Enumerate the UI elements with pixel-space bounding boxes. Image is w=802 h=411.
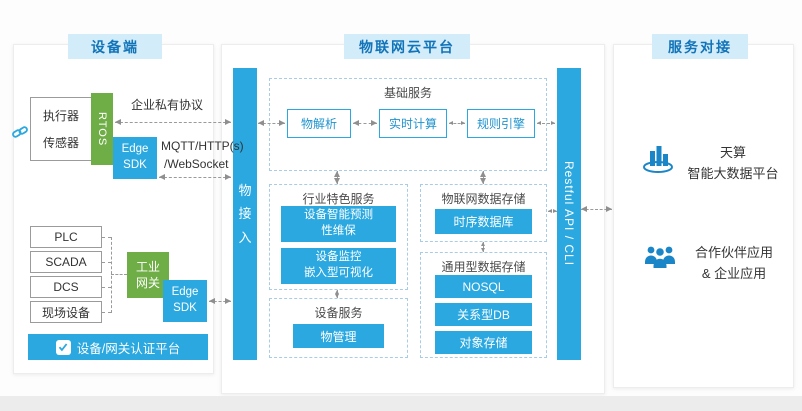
- bigdata-platform-icon: [640, 140, 676, 181]
- arrow-private-protocol: [115, 119, 231, 125]
- object-storage-box: 对象存储: [435, 331, 532, 354]
- arrow-parse-compute: [353, 120, 377, 126]
- connector-plc: [102, 237, 111, 238]
- private-protocol-label: 企业私有协议: [131, 98, 204, 112]
- arrow-basic-storage: [480, 171, 486, 184]
- device-services-title: 设备服务: [314, 306, 363, 320]
- connector-gateway: [111, 274, 127, 275]
- arrow-iotstorage-api: [548, 209, 557, 213]
- auth-platform-bar: 设备/网关认证平台: [28, 334, 208, 360]
- basic-services-title: 基础服务: [383, 86, 432, 100]
- iot-storage-title: 物联网数据存储: [441, 192, 526, 206]
- actuator-label: 执行器: [42, 109, 79, 124]
- terminal-box: 执行器 传感器: [30, 97, 92, 161]
- connector-dcs: [102, 287, 111, 288]
- thing-management-box: 物管理: [293, 324, 384, 348]
- arrow-basic-industry: [334, 171, 340, 184]
- field-item-dcs: DCS: [30, 276, 102, 298]
- edge-sdk-bottom-box: Edge SDK: [163, 280, 207, 322]
- connector-scada: [102, 262, 111, 263]
- connector-field-bus: [111, 237, 112, 313]
- restful-api-bar: Restful API / CLI: [557, 68, 581, 360]
- thing-access-bar: 物 接 入: [233, 68, 257, 360]
- device-section-title: 设备端: [68, 34, 162, 59]
- arrow-compute-rule: [449, 121, 465, 125]
- arrow-industry-device: [335, 290, 339, 298]
- arrow-gateway-access: [209, 298, 231, 304]
- arrow-mqtt: [159, 174, 231, 180]
- partner-apps-label: 合作伙伴应用 & 企业应用: [694, 245, 773, 281]
- field-item-plc: PLC: [30, 226, 102, 248]
- rule-engine-box: 规则引擎: [467, 109, 535, 138]
- sensor-label: 传感器: [42, 135, 79, 150]
- auth-platform-label: 设备/网关认证平台: [76, 341, 181, 356]
- industry-services-title: 行业特色服务: [302, 192, 375, 206]
- arrow-api-service: [581, 206, 612, 212]
- page-bottom-edge: [0, 396, 802, 411]
- predictive-maintenance-box: 设备智能预测 性维保: [281, 206, 396, 242]
- realtime-compute-box: 实时计算: [379, 109, 447, 138]
- general-storage-title: 通用型数据存储: [441, 260, 526, 274]
- edge-sdk-top-box: Edge SDK: [113, 137, 157, 179]
- mqtt-label: MQTT/HTTP(s): [161, 139, 244, 153]
- field-item-site: 现场设备: [30, 301, 102, 323]
- arrow-basic-api: [537, 121, 555, 125]
- cloud-section-title: 物联网云平台: [344, 34, 470, 59]
- thing-parsing-box: 物解析: [287, 109, 351, 138]
- device-panel: [13, 44, 214, 374]
- auth-check-icon: [55, 339, 71, 355]
- arrow-access-basic: [258, 120, 285, 126]
- link-icon: [12, 124, 28, 145]
- connector-site: [102, 312, 111, 313]
- nosql-box: NOSQL: [435, 275, 532, 298]
- device-monitor-box: 设备监控 嵌入型可视化: [281, 248, 396, 284]
- relational-db-box: 关系型DB: [435, 303, 532, 326]
- service-section-title: 服务对接: [652, 34, 748, 59]
- service-panel: [613, 44, 794, 388]
- field-item-scada: SCADA: [30, 251, 102, 273]
- partner-apps-icon: [642, 242, 678, 277]
- rtos-bar: RTOS: [91, 93, 113, 165]
- websocket-label: /WebSocket: [164, 157, 229, 171]
- timeseries-db-box: 时序数据库: [435, 209, 532, 234]
- industrial-gateway-box: 工业 网关: [127, 252, 169, 298]
- arrow-iot-general-storage: [481, 242, 485, 252]
- bigdata-platform-label: 天算 智能大数据平台: [687, 145, 779, 181]
